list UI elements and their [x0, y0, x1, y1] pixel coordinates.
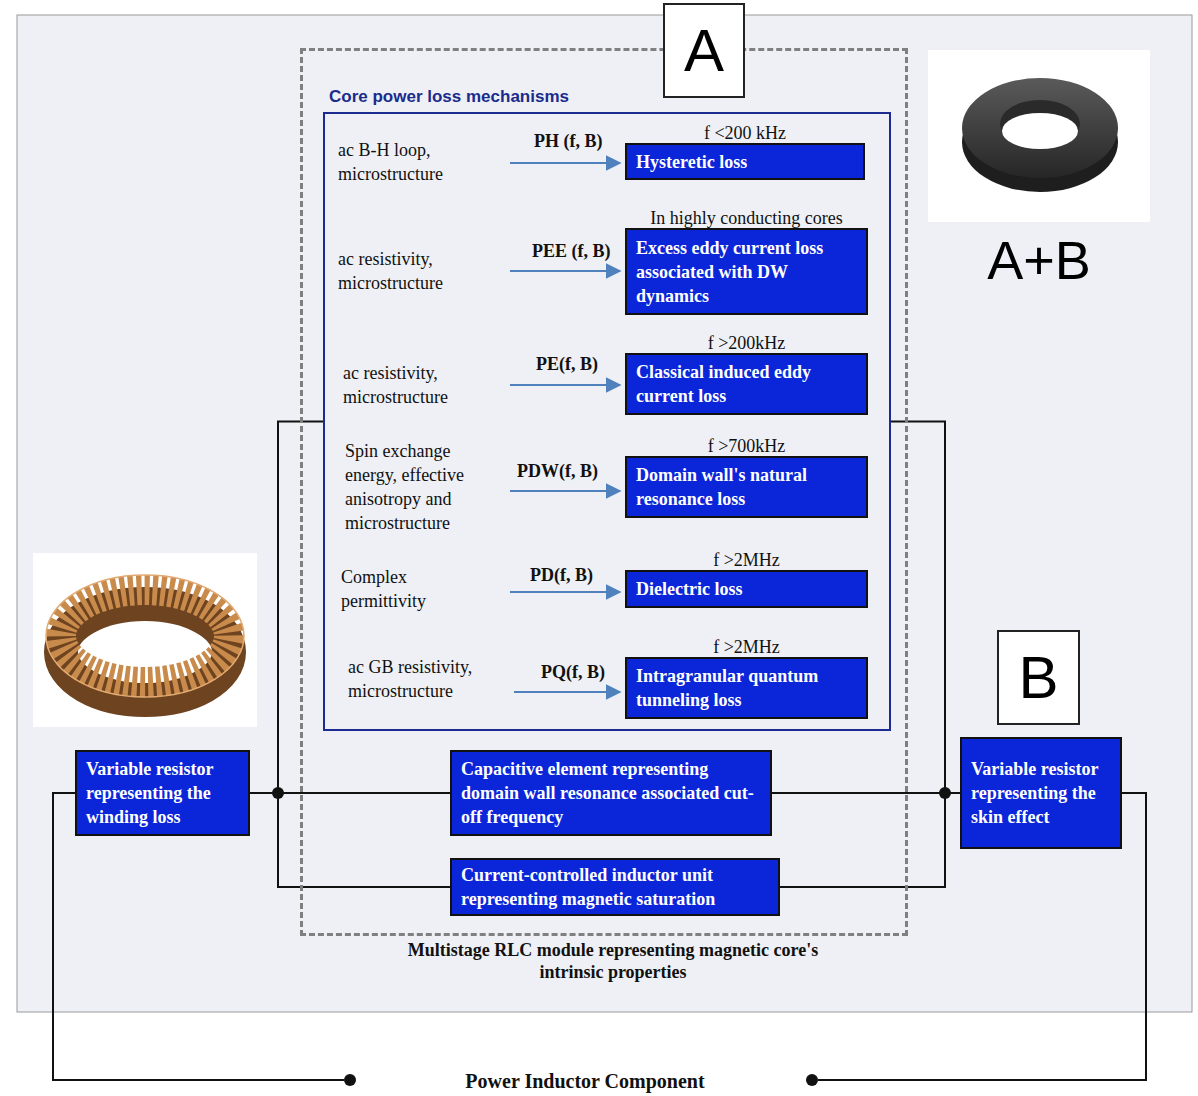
terminal-dot	[806, 1074, 818, 1086]
frequency-note: f >700kHz	[615, 436, 878, 456]
panel-heading: Core power loss mechanisms	[329, 87, 569, 107]
mechanism-source: ac B-H loop, microstructure	[338, 138, 483, 186]
wire	[780, 793, 960, 887]
circuit-box: Variable resistor representing the skin …	[960, 737, 1122, 849]
box-text: Dielectric loss	[636, 577, 857, 601]
mechanism-panel: f <200 kHzHysteretic lossIn highly condu…	[323, 112, 891, 731]
box-text: Current-controlled inductor unit represe…	[461, 863, 769, 911]
panel-letter: B	[1018, 648, 1058, 708]
mechanism-arrow	[510, 490, 620, 492]
mechanism-source: Complex permittivity	[341, 565, 461, 613]
photo-frame	[33, 553, 257, 727]
box-text: Variable resistor representing the windi…	[86, 757, 239, 829]
box-text: Classical induced eddy current loss	[636, 360, 857, 408]
box-text: Variable resistor representing the skin …	[971, 757, 1111, 829]
power-term: PDW(f, B)	[517, 460, 598, 482]
letter-box: B	[997, 630, 1080, 725]
frequency-note: f >200kHz	[615, 333, 878, 353]
wire	[250, 792, 450, 794]
coil-edge	[46, 575, 244, 697]
frequency-note: f >2MHz	[615, 637, 878, 657]
frequency-note: f <200 kHz	[615, 123, 875, 143]
toroid-top	[962, 78, 1118, 178]
module-caption: Multistage RLC module representing magne…	[398, 939, 828, 983]
coil-windings	[61, 590, 229, 682]
wire	[891, 422, 960, 794]
photo-frame	[928, 50, 1150, 222]
photo-caption: A+B	[928, 230, 1150, 290]
panel-letter: A	[684, 21, 724, 81]
toroid-hole	[1002, 113, 1078, 149]
box-text: Capacitive element representing domain w…	[461, 757, 761, 829]
power-term: PD(f, B)	[530, 564, 593, 586]
image-frame: A+B	[928, 50, 1150, 222]
mechanism-arrow	[514, 691, 620, 693]
power-term: PQ(f, B)	[541, 661, 605, 683]
power-term: PE(f, B)	[536, 353, 598, 375]
box-text: Domain wall's natural resonance loss	[636, 463, 857, 511]
mechanism-arrow	[510, 591, 620, 593]
mechanism-arrow	[510, 270, 620, 272]
circuit-box: Variable resistor representing the windi…	[75, 750, 250, 836]
terminal-dot	[344, 1074, 356, 1086]
loss-box: f >2MHzDielectric loss	[625, 570, 868, 608]
letter-box: A	[663, 3, 745, 98]
frequency-note: f >2MHz	[615, 550, 878, 570]
circuit-box: Capacitive element representing domain w…	[450, 750, 772, 836]
toroid-inner-wall	[1000, 100, 1080, 148]
power-term: PH (f, B)	[534, 130, 602, 152]
box-text: Excess eddy current loss associated with…	[636, 236, 857, 308]
mechanism-source: ac resistivity, microstructure	[343, 361, 488, 409]
loss-box: f >2MHzIntragranular quantum tunneling l…	[625, 657, 868, 719]
box-text: Intragranular quantum tunneling loss	[636, 664, 857, 712]
loss-box: In highly conducting coresExcess eddy cu…	[625, 228, 868, 315]
wire	[772, 792, 960, 794]
circuit-box: Current-controlled inductor unit represe…	[450, 858, 780, 916]
mechanism-arrow	[510, 162, 620, 164]
loss-box: f <200 kHzHysteretic loss	[625, 143, 865, 180]
mechanism-source: Spin exchange energy, effective anisotro…	[345, 439, 495, 535]
outer-panel	[17, 15, 1192, 1012]
loss-box: f >200kHzClassical induced eddy current …	[625, 353, 868, 415]
loss-box: f >700kHzDomain wall's natural resonance…	[625, 456, 868, 518]
mechanism-arrow	[510, 384, 620, 386]
mechanism-source: ac resistivity, microstructure	[338, 247, 483, 295]
component-label: Power Inductor Component	[430, 1069, 740, 1093]
mechanism-source: ac GB resistivity, microstructure	[348, 655, 498, 703]
power-term: PEE (f, B)	[532, 240, 611, 262]
wire	[250, 422, 323, 794]
frequency-note: In highly conducting cores	[615, 208, 878, 228]
wire	[250, 793, 450, 887]
box-text: Hysteretic loss	[636, 150, 854, 174]
